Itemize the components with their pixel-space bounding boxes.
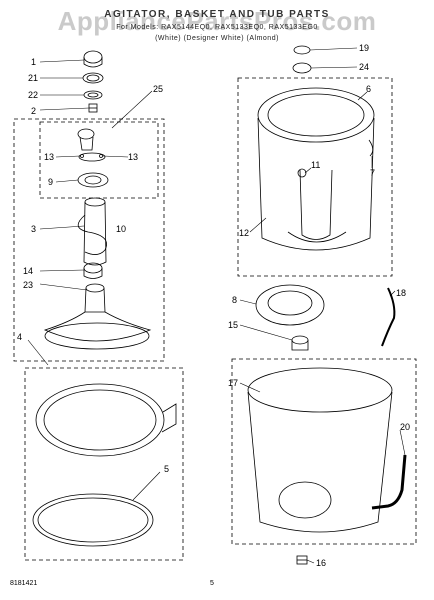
bolt-part <box>88 103 98 113</box>
drain-strip-part <box>381 287 396 347</box>
ratchet-part <box>77 172 109 188</box>
basket-part <box>257 87 375 251</box>
agitator-cap-part <box>83 50 103 68</box>
callout-19: 19 <box>359 43 369 53</box>
basket-nut-part <box>291 335 309 351</box>
group-box-6 <box>237 77 393 277</box>
page-number: 5 <box>210 580 214 587</box>
callout-23: 23 <box>23 280 33 290</box>
callout-24: 24 <box>359 62 369 72</box>
callout-13-right: 13 <box>128 152 138 162</box>
watermark: AppliancePartsPros.com <box>57 6 377 36</box>
model-numbers: For Models: RAX5144EQ0, RAX5133EQ0, RAX5… <box>116 24 318 31</box>
outer-tub-part <box>247 367 393 533</box>
color-variants: (White) (Designer White) (Almond) <box>155 35 279 42</box>
group-box-17 <box>231 358 417 545</box>
auger-part <box>77 197 107 266</box>
callout-6: 6 <box>366 84 371 94</box>
callout-5: 5 <box>164 464 169 474</box>
callout-16: 16 <box>316 558 326 568</box>
callout-9: 9 <box>48 177 53 187</box>
callout-12: 12 <box>239 228 249 238</box>
page-title: AGITATOR, BASKET AND TUB PARTS <box>104 9 330 20</box>
drive-bell-part <box>83 262 103 279</box>
callout-1: 1 <box>31 57 36 67</box>
callout-8: 8 <box>232 295 237 305</box>
callout-15: 15 <box>228 320 238 330</box>
callout-25: 25 <box>153 84 163 94</box>
mounting-part <box>296 555 308 565</box>
group-box-4 <box>24 367 184 561</box>
agitator-base-part <box>43 283 152 350</box>
callout-10: 10 <box>116 224 126 234</box>
tub-ring-seal-part <box>32 493 154 547</box>
cap-top-part <box>292 45 312 74</box>
cap-ring-part <box>82 72 104 84</box>
fastener-part <box>297 139 374 178</box>
tub-ring-part <box>35 383 177 457</box>
callout-7: 7 <box>370 168 375 178</box>
callout-14: 14 <box>23 266 33 276</box>
callout-3: 3 <box>31 224 36 234</box>
callout-21: 21 <box>28 73 38 83</box>
callout-labels: 1 21 22 2 25 13 13 9 10 3 14 23 4 5 19 2… <box>17 43 410 568</box>
hose-part <box>371 454 407 510</box>
drive-plate-part <box>255 284 325 326</box>
callout-13-left: 13 <box>44 152 54 162</box>
callout-22: 22 <box>28 90 38 100</box>
callout-4: 4 <box>17 332 22 342</box>
callout-2: 2 <box>31 106 36 116</box>
cam-part <box>77 128 95 151</box>
document-number: 8181421 <box>10 580 38 587</box>
group-box-25 <box>13 118 165 362</box>
callout-20: 20 <box>400 422 410 432</box>
callout-11: 11 <box>311 160 320 170</box>
callout-17: 17 <box>228 378 238 388</box>
seal-part <box>83 90 103 100</box>
callout-18: 18 <box>396 288 406 298</box>
dogs-part <box>78 152 106 162</box>
